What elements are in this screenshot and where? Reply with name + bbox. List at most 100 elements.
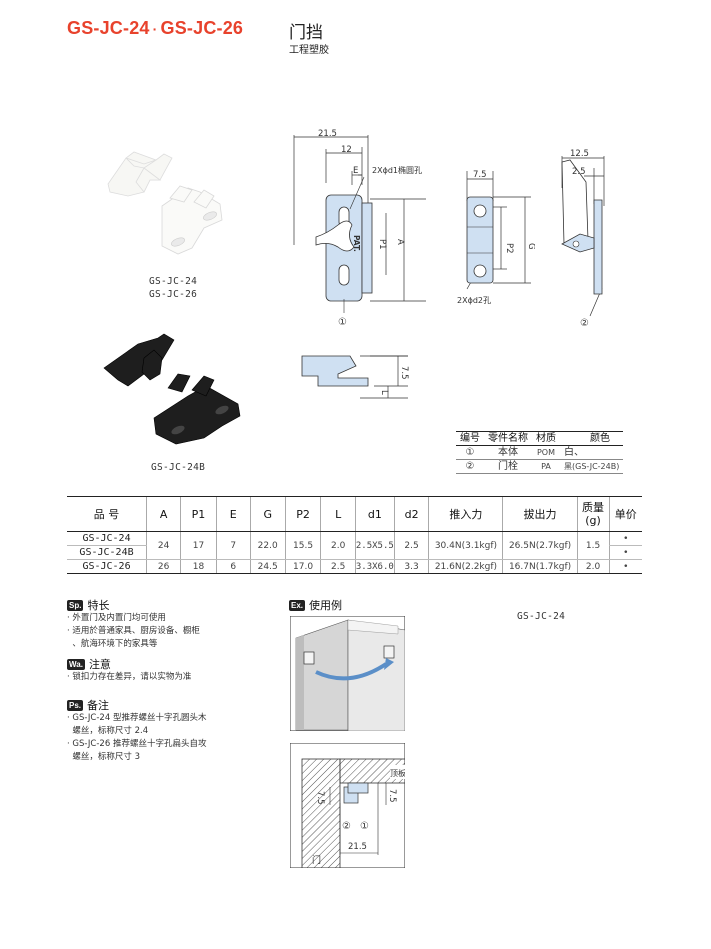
- hole-note-2: 2Xϕd2孔: [457, 296, 491, 305]
- section-illustration: 顶板 7.5 7.5 ② ① 21.5 门: [290, 743, 405, 868]
- spec-col-price: 单价: [608, 496, 642, 532]
- spec-cell: 17.0: [284, 559, 321, 574]
- dim-2-5: 2.5: [572, 167, 586, 177]
- spec-cell: 17: [180, 531, 217, 560]
- ex-dim-7-5b: 7.5: [387, 789, 397, 803]
- hole-note: 2Xϕd1椭圆孔: [372, 165, 422, 175]
- remarks-heading: Ps. 备注: [67, 697, 109, 713]
- spec-col-G: G: [249, 496, 286, 532]
- parts-col-color: 颜色: [590, 433, 610, 444]
- features-badge: Sp.: [67, 599, 84, 611]
- parts-table-header: 编号 零件名称 材质 颜色: [456, 431, 624, 446]
- features-line: · 适用於普通家具、厨房设备、橱柜: [67, 626, 200, 636]
- spec-table-header: 品 号 A P1 E G P2 L d1 d2 推入力 拔出力 质量 (g) 单…: [67, 496, 642, 532]
- parts-col-name: 零件名称: [488, 433, 528, 444]
- parts-cell: ①: [465, 447, 475, 458]
- ex-dim-7-5a: 7.5: [315, 791, 325, 805]
- parts-cell: PA: [541, 462, 551, 471]
- spec-cell: 7: [215, 531, 251, 560]
- ex-callout-1: ①: [360, 821, 369, 832]
- caution-title: 注意: [88, 658, 111, 671]
- black-photo-label: GS-JC-24B: [151, 462, 206, 473]
- spec-cell: 3.3: [393, 559, 429, 574]
- dim-L: L: [379, 390, 389, 395]
- parts-cell: 白、: [564, 447, 584, 458]
- remarks-line: 螺丝，标称尺寸 2.4: [67, 726, 149, 736]
- features-line: · 外置门及内置门均可使用: [67, 613, 166, 623]
- product-name: 门挡: [289, 23, 323, 43]
- ex-callout-2: ②: [342, 821, 351, 832]
- parts-cell: 门栓: [498, 461, 518, 472]
- example-model: GS-JC-24: [517, 611, 566, 622]
- callout-2: ②: [580, 318, 589, 329]
- spec-cell: 2.5: [320, 559, 356, 574]
- model-cell: GS-JC-24: [67, 531, 147, 546]
- white-photo-label-2: GS-JC-26: [149, 289, 198, 300]
- model-cell: GS-JC-24B: [67, 545, 147, 560]
- page-title: GS-JC-24·GS-JC-26: [67, 18, 243, 39]
- spec-cell: 6: [215, 559, 251, 574]
- black-catch-photo: [103, 333, 241, 445]
- spec-cell: 24.5: [249, 559, 286, 574]
- example-heading: Ex. 使用例: [289, 597, 342, 613]
- spec-col-push: 推入力: [428, 496, 503, 532]
- model-cell: GS-JC-26: [67, 559, 147, 574]
- table-row: GS-JC-24 24 17 7 22.0 15.5 2.0 2.5X5.5 2…: [67, 531, 642, 560]
- features-line: 、航海环境下的家具等: [67, 639, 158, 649]
- remarks-list: · GS-JC-24 型推荐螺丝十字孔圆头木 螺丝，标称尺寸 2.4 · GS-…: [67, 712, 206, 764]
- spec-col-d2: d2: [393, 496, 429, 532]
- spec-col-weight: 质量 (g): [576, 496, 609, 532]
- parts-col-no: 编号: [460, 433, 480, 444]
- remarks-line: · GS-JC-24 型推荐螺丝十字孔圆头木: [67, 713, 207, 723]
- remarks-badge: Ps.: [67, 699, 84, 711]
- table-row: ② 门栓 PA 黑(GS-JC-24B): [456, 460, 624, 474]
- parts-cell: 本体: [498, 447, 518, 458]
- spec-cell: 21.6N(2.2kgf): [428, 559, 503, 574]
- cabinet-illustration: [290, 616, 405, 731]
- front-view-drawing: 21.5 12 E 2Xϕd1椭圆孔 PAT. P1 A ①: [293, 129, 426, 328]
- model-a: GS-JC-24: [67, 18, 150, 38]
- table-row: GS-JC-24B •: [67, 545, 642, 560]
- spec-col-L: L: [320, 496, 356, 532]
- caution-line: · 锁扣力存在差异，请以实物为准: [67, 672, 192, 682]
- remarks-line: 螺丝，标称尺寸 3: [67, 752, 141, 762]
- spec-col-E: E: [215, 496, 251, 532]
- caution-heading: Wa. 注意: [67, 656, 111, 672]
- example-badge: Ex.: [289, 599, 306, 611]
- profile-drawing: 7.5 L: [301, 355, 409, 399]
- spec-cell: 22.0: [249, 531, 286, 560]
- spec-cell: 26.5N(2.7kgf): [502, 531, 578, 560]
- remarks-title: 备注: [87, 699, 110, 712]
- pat-mark: PAT.: [352, 235, 361, 252]
- spec-cell: 15.5: [284, 531, 321, 560]
- parts-col-material: 材质: [536, 433, 556, 444]
- price-cell: •: [608, 559, 642, 574]
- features-list: · 外置门及内置门均可使用 · 适用於普通家具、厨房设备、橱柜 、航海环境下的家…: [67, 612, 200, 651]
- dim-A: A: [395, 239, 405, 245]
- spec-col-model: 品 号: [67, 496, 147, 532]
- spec-col-P2: P2: [284, 496, 321, 532]
- spec-cell: 16.7N(1.7kgf): [502, 559, 578, 574]
- price-cell: •: [608, 531, 642, 546]
- caution-list: · 锁扣力存在差异，请以实物为准: [67, 671, 191, 684]
- material-subtitle: 工程塑胶: [289, 45, 329, 56]
- spec-cell: 2.0: [576, 559, 609, 574]
- spec-col-A: A: [146, 496, 181, 532]
- parts-cell: POM: [536, 448, 556, 457]
- spec-col-d1: d1: [354, 496, 395, 532]
- top-plate-label: 顶板: [390, 768, 405, 778]
- dim-G: G: [526, 243, 535, 250]
- price-cell: •: [608, 545, 642, 560]
- parts-cell: 黑(GS-JC-24B): [564, 462, 620, 471]
- dim-12-5: 12.5: [570, 149, 589, 159]
- spec-cell: 2.5X5.5: [354, 531, 395, 560]
- remarks-line: · GS-JC-26 推荐螺丝十字孔扁头自攻: [67, 739, 207, 749]
- spec-cell: 2.5: [393, 531, 429, 560]
- ex-dim-21-5: 21.5: [348, 842, 367, 852]
- spec-cell: 24: [146, 531, 181, 560]
- parts-cell: ②: [465, 461, 475, 472]
- spec-cell: 18: [180, 559, 217, 574]
- side-view-drawing: 12.5 2.5 ②: [561, 149, 605, 329]
- caution-badge: Wa.: [67, 658, 85, 670]
- spec-cell: 1.5: [576, 531, 609, 560]
